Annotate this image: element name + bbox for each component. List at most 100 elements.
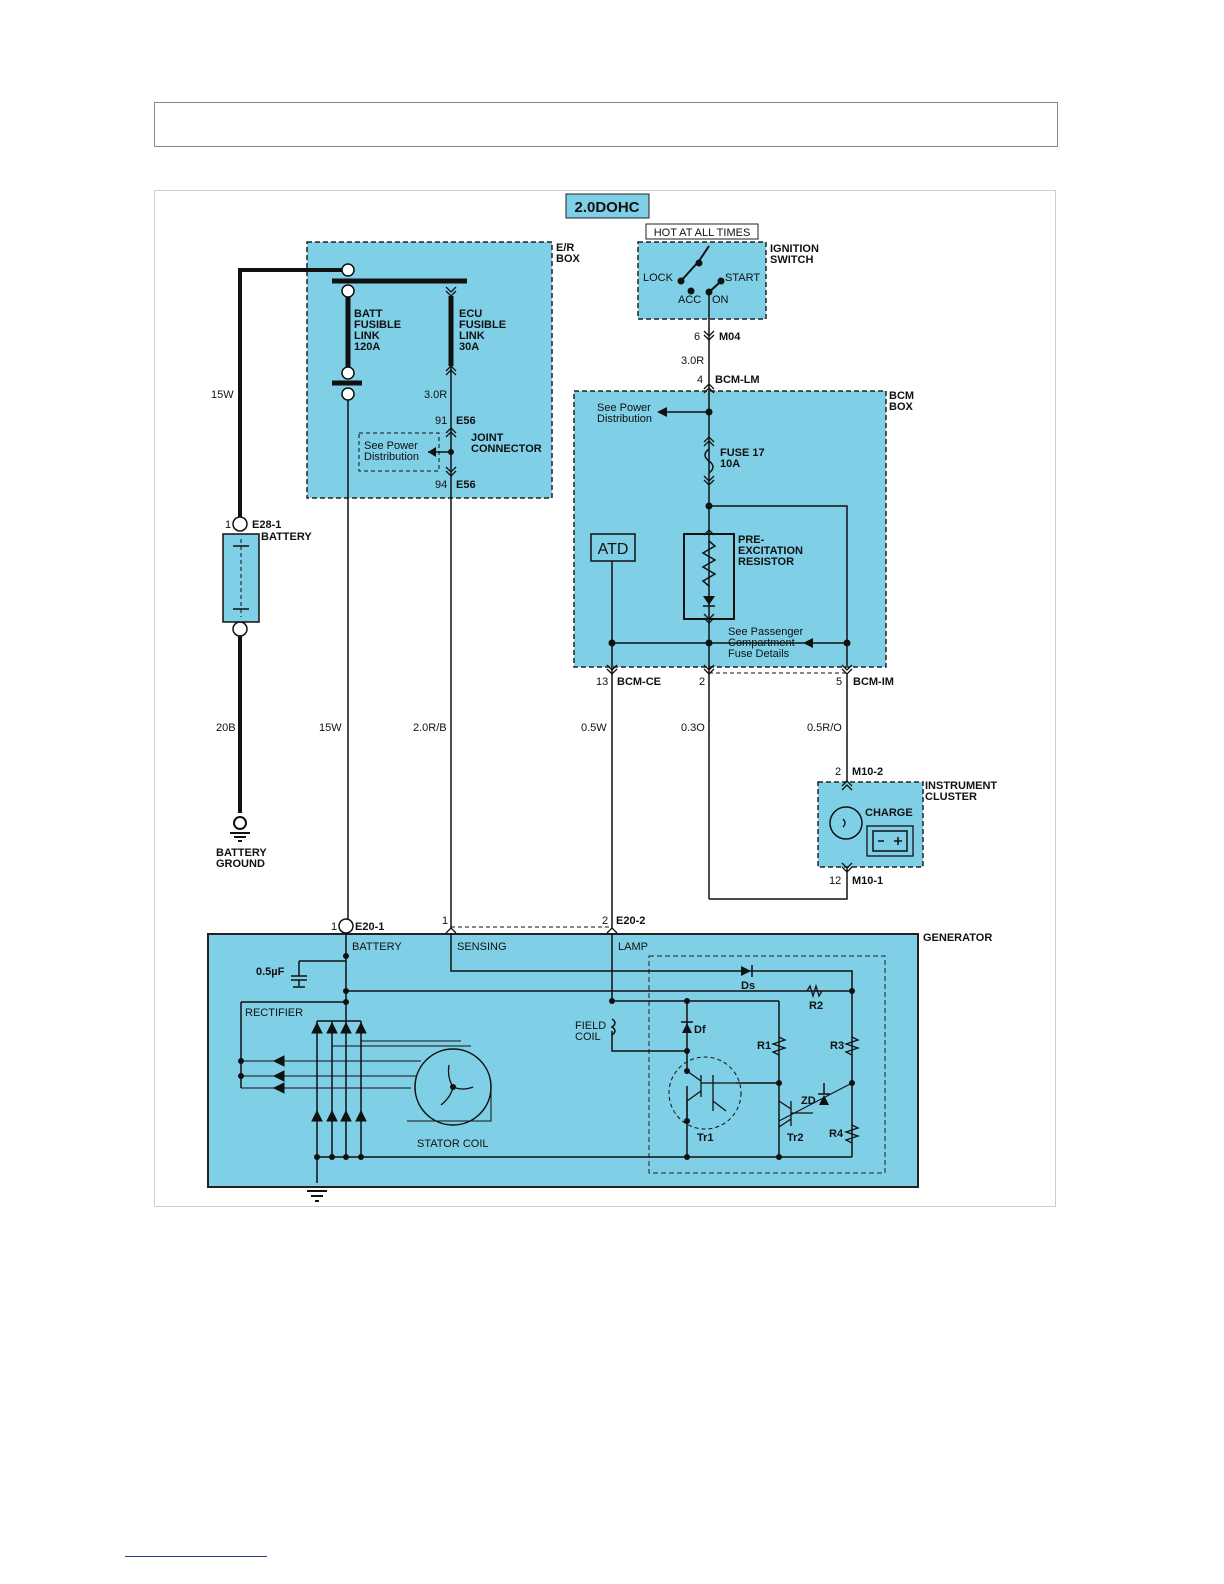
tr2-label: Tr2 [787, 1132, 804, 1144]
battery-feed-wire [238, 268, 348, 519]
wire-15w-top: 15W [211, 389, 234, 401]
battery-label: BATTERY [261, 531, 312, 543]
cluster-pin-12: 12 [829, 875, 841, 887]
battery-warning-icon [866, 825, 914, 857]
r1-label: R1 [757, 1040, 771, 1052]
atd-box [590, 533, 636, 562]
regulator-box [648, 955, 886, 1174]
df-label: Df [694, 1024, 706, 1036]
ign-pin-6: 6 [694, 331, 700, 343]
charging-system-wiring-diagram: 2.0DOHC HOT AT ALL TIMES [207, 193, 997, 1202]
gen-battery-label: BATTERY [352, 941, 402, 953]
fuse-17-icon [704, 448, 714, 474]
battery-conn: E28-1 [252, 519, 281, 531]
wire-05ro: 0.5R/O [807, 722, 842, 734]
tr1-label: Tr1 [697, 1132, 714, 1144]
r4-label: R4 [829, 1128, 844, 1140]
bcm-pin-5: 5 [836, 676, 842, 688]
hot-label-box [645, 223, 759, 240]
ign-pin-4: 4 [697, 374, 703, 386]
wire-15w: 15W [319, 722, 342, 734]
zener-zd-icon [819, 1095, 829, 1105]
ign-acc-label: ACC [678, 294, 701, 306]
ign-lock-label: LOCK [643, 272, 674, 284]
pre-excitation-resistor-box [683, 533, 735, 620]
diode-ds-icon [741, 966, 751, 976]
title-badge [565, 193, 650, 219]
bcm-conn-bcm-ce: BCM-CE [617, 676, 661, 688]
er-pin-94: 94 [435, 479, 447, 491]
generator-ground-icon [307, 1190, 327, 1202]
wire-20b: 20B [216, 722, 236, 734]
diagram-frame: 2.0DOHC HOT AT ALL TIMES [154, 190, 1056, 1207]
gen-conn-a: E20-1 [355, 921, 384, 933]
zd-label: ZD [801, 1095, 816, 1107]
gen-conn-b: E20-2 [616, 915, 645, 927]
r2-label: R2 [809, 1000, 823, 1012]
wire-03o: 0.3O [681, 722, 705, 734]
ground-icon [230, 816, 250, 842]
capacitor-label: 0.5µF [256, 966, 285, 978]
bcm-box [573, 390, 887, 668]
bcm-pin-13: 13 [596, 676, 608, 688]
ign-on-label: ON [712, 294, 729, 306]
battery-pin-1: 1 [225, 519, 231, 531]
er-wire-label: 3.0R [424, 389, 447, 401]
cluster-conn-a: M10-2 [852, 766, 883, 778]
wire-20rb: 2.0R/B [413, 722, 447, 734]
resistor-r2-icon [806, 983, 823, 999]
connector-chevrons [445, 286, 853, 934]
rectifier-diodes [272, 1021, 367, 1122]
footer-rule [125, 1556, 267, 1557]
joint-connector-box [358, 432, 440, 472]
diagram-title: 2.0DOHC [574, 199, 639, 216]
resistor-r4-icon [843, 1124, 861, 1144]
ign-conn-m04: M04 [719, 331, 741, 343]
ign-start-label: START [725, 272, 760, 284]
diode-df-icon [682, 1023, 692, 1033]
rectifier-label: RECTIFIER [245, 1007, 303, 1019]
r3-label: R3 [830, 1040, 844, 1052]
generator-label: GENERATOR [923, 932, 992, 944]
charge-label: CHARGE [865, 807, 913, 819]
cluster-conn-b: M10-1 [852, 875, 883, 887]
resistor-r1-icon [770, 1036, 788, 1056]
ign-wire-label: 3.0R [681, 355, 704, 367]
gen-pin-2: 2 [602, 915, 608, 927]
transistor-tr1-icon [668, 1056, 742, 1130]
terminals [232, 263, 355, 934]
ds-label: Ds [741, 980, 755, 992]
ign-conn-bcm-lm: BCM-LM [715, 374, 760, 386]
field-coil-icon [610, 1018, 616, 1036]
gen-pin-1b: 1 [442, 915, 448, 927]
wires [238, 268, 853, 1183]
stator-coil-icon [414, 1048, 492, 1126]
er-conn-e56-a: E56 [456, 415, 476, 427]
er-conn-e56-b: E56 [456, 479, 476, 491]
bcm-conn-bcm-im: BCM-IM [853, 676, 894, 688]
cluster-pin-2: 2 [835, 766, 841, 778]
hot-label: HOT AT ALL TIMES [654, 227, 751, 239]
gen-lamp-label: LAMP [618, 941, 648, 953]
capacitor-icon [291, 975, 307, 988]
gen-sensing-label: SENSING [457, 941, 507, 953]
ignition-switch-icon [677, 245, 725, 296]
resistor-r3-icon [843, 1036, 861, 1056]
atd-label: ATD [598, 541, 629, 558]
wire-05w: 0.5W [581, 722, 607, 734]
charge-lamp-icon [829, 806, 863, 840]
